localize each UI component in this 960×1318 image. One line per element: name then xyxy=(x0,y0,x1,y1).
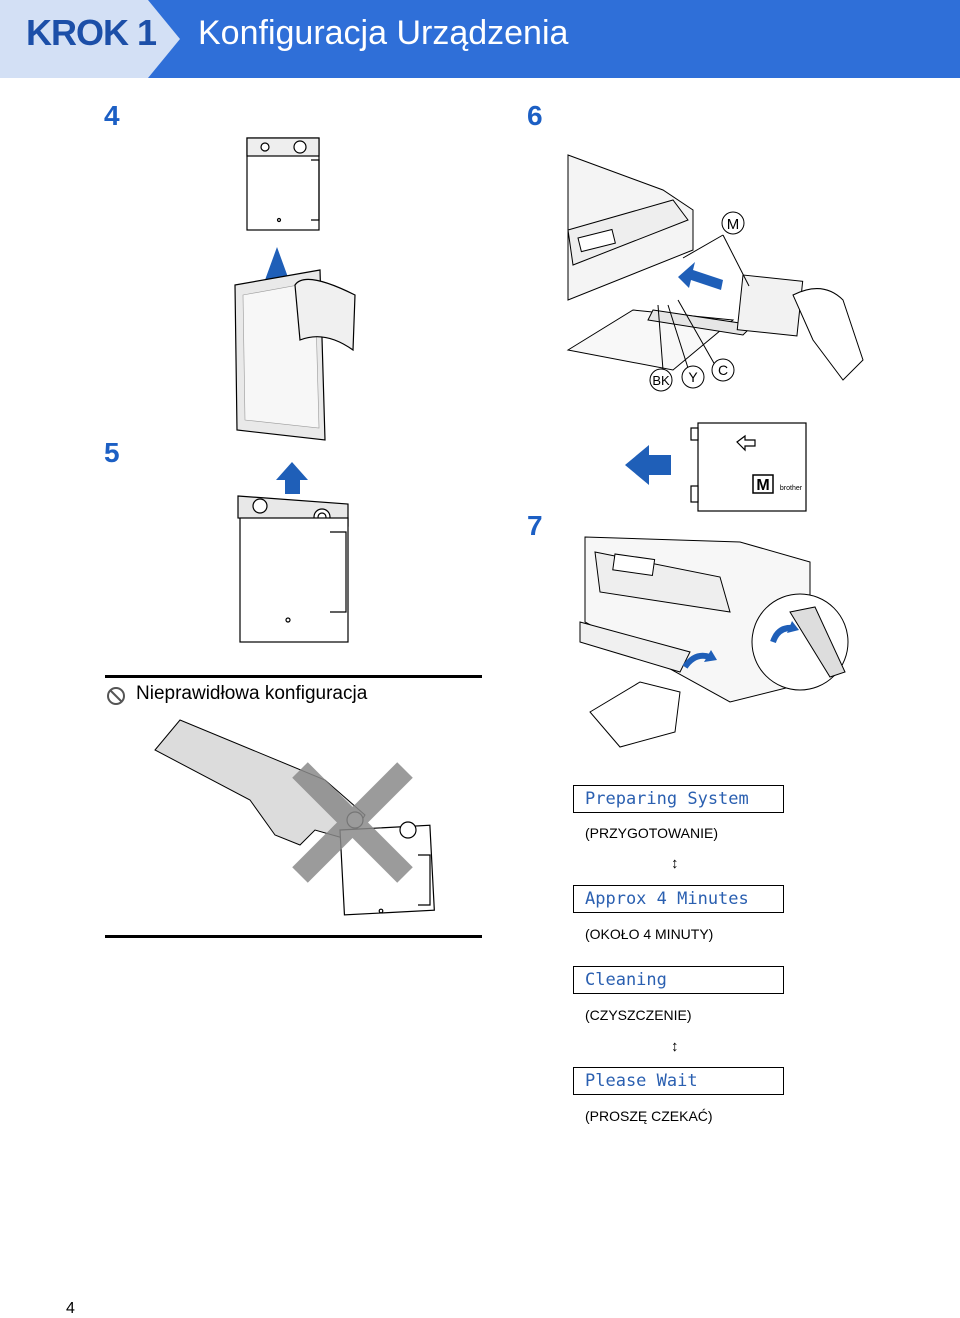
step-tab-shape xyxy=(0,0,180,78)
incorrect-setup-title: Nieprawidłowa konfiguracja xyxy=(136,683,368,704)
cartridge-letter: M xyxy=(756,477,769,494)
label-yellow: Y xyxy=(688,369,698,385)
lcd-display-approx: Approx 4 Minutes xyxy=(573,885,784,913)
page-header: KROK 1 Konfiguracja Urządzenia xyxy=(0,0,960,78)
lcd-caption-preparing: (PRZYGOTOWANIE) xyxy=(585,825,718,841)
alternate-arrow-icon: ↕ xyxy=(671,855,679,872)
page-number: 4 xyxy=(66,1300,75,1317)
step-number-7: 7 xyxy=(527,510,543,541)
section-bottom-rule xyxy=(105,935,482,938)
step-label: KROK 1 xyxy=(26,12,157,53)
lcd-display-cleaning: Cleaning xyxy=(573,966,784,994)
lcd-caption-please-wait: (PROSZĘ CZEKAĆ) xyxy=(585,1108,713,1124)
prohibited-icon xyxy=(107,687,125,705)
label-black: BK xyxy=(652,373,670,388)
step7-cartridge-illustration: M brother xyxy=(625,422,807,512)
step5-illustration xyxy=(237,462,349,643)
step7-printer-illustration xyxy=(579,536,849,748)
page-title: Konfiguracja Urządzenia xyxy=(198,14,569,52)
section-top-rule xyxy=(105,675,482,678)
label-magenta: M xyxy=(727,216,740,233)
incorrect-setup-illustration xyxy=(154,719,435,916)
lcd-display-please-wait: Please Wait xyxy=(573,1067,784,1095)
lcd-caption-cleaning: (CZYSZCZENIE) xyxy=(585,1007,692,1023)
step-number-5: 5 xyxy=(104,437,120,468)
cartridge-brand: brother xyxy=(780,485,803,492)
lcd-caption-approx: (OKOŁO 4 MINUTY) xyxy=(585,926,714,942)
label-cyan: C xyxy=(718,362,728,378)
step-number-4: 4 xyxy=(104,100,120,131)
alternate-arrow-icon: ↕ xyxy=(671,1038,679,1055)
step-number-6: 6 xyxy=(527,100,543,131)
lcd-display-preparing: Preparing System xyxy=(573,785,784,813)
step6-illustration: M BK Y C xyxy=(566,154,864,392)
step4-illustration xyxy=(234,137,356,441)
